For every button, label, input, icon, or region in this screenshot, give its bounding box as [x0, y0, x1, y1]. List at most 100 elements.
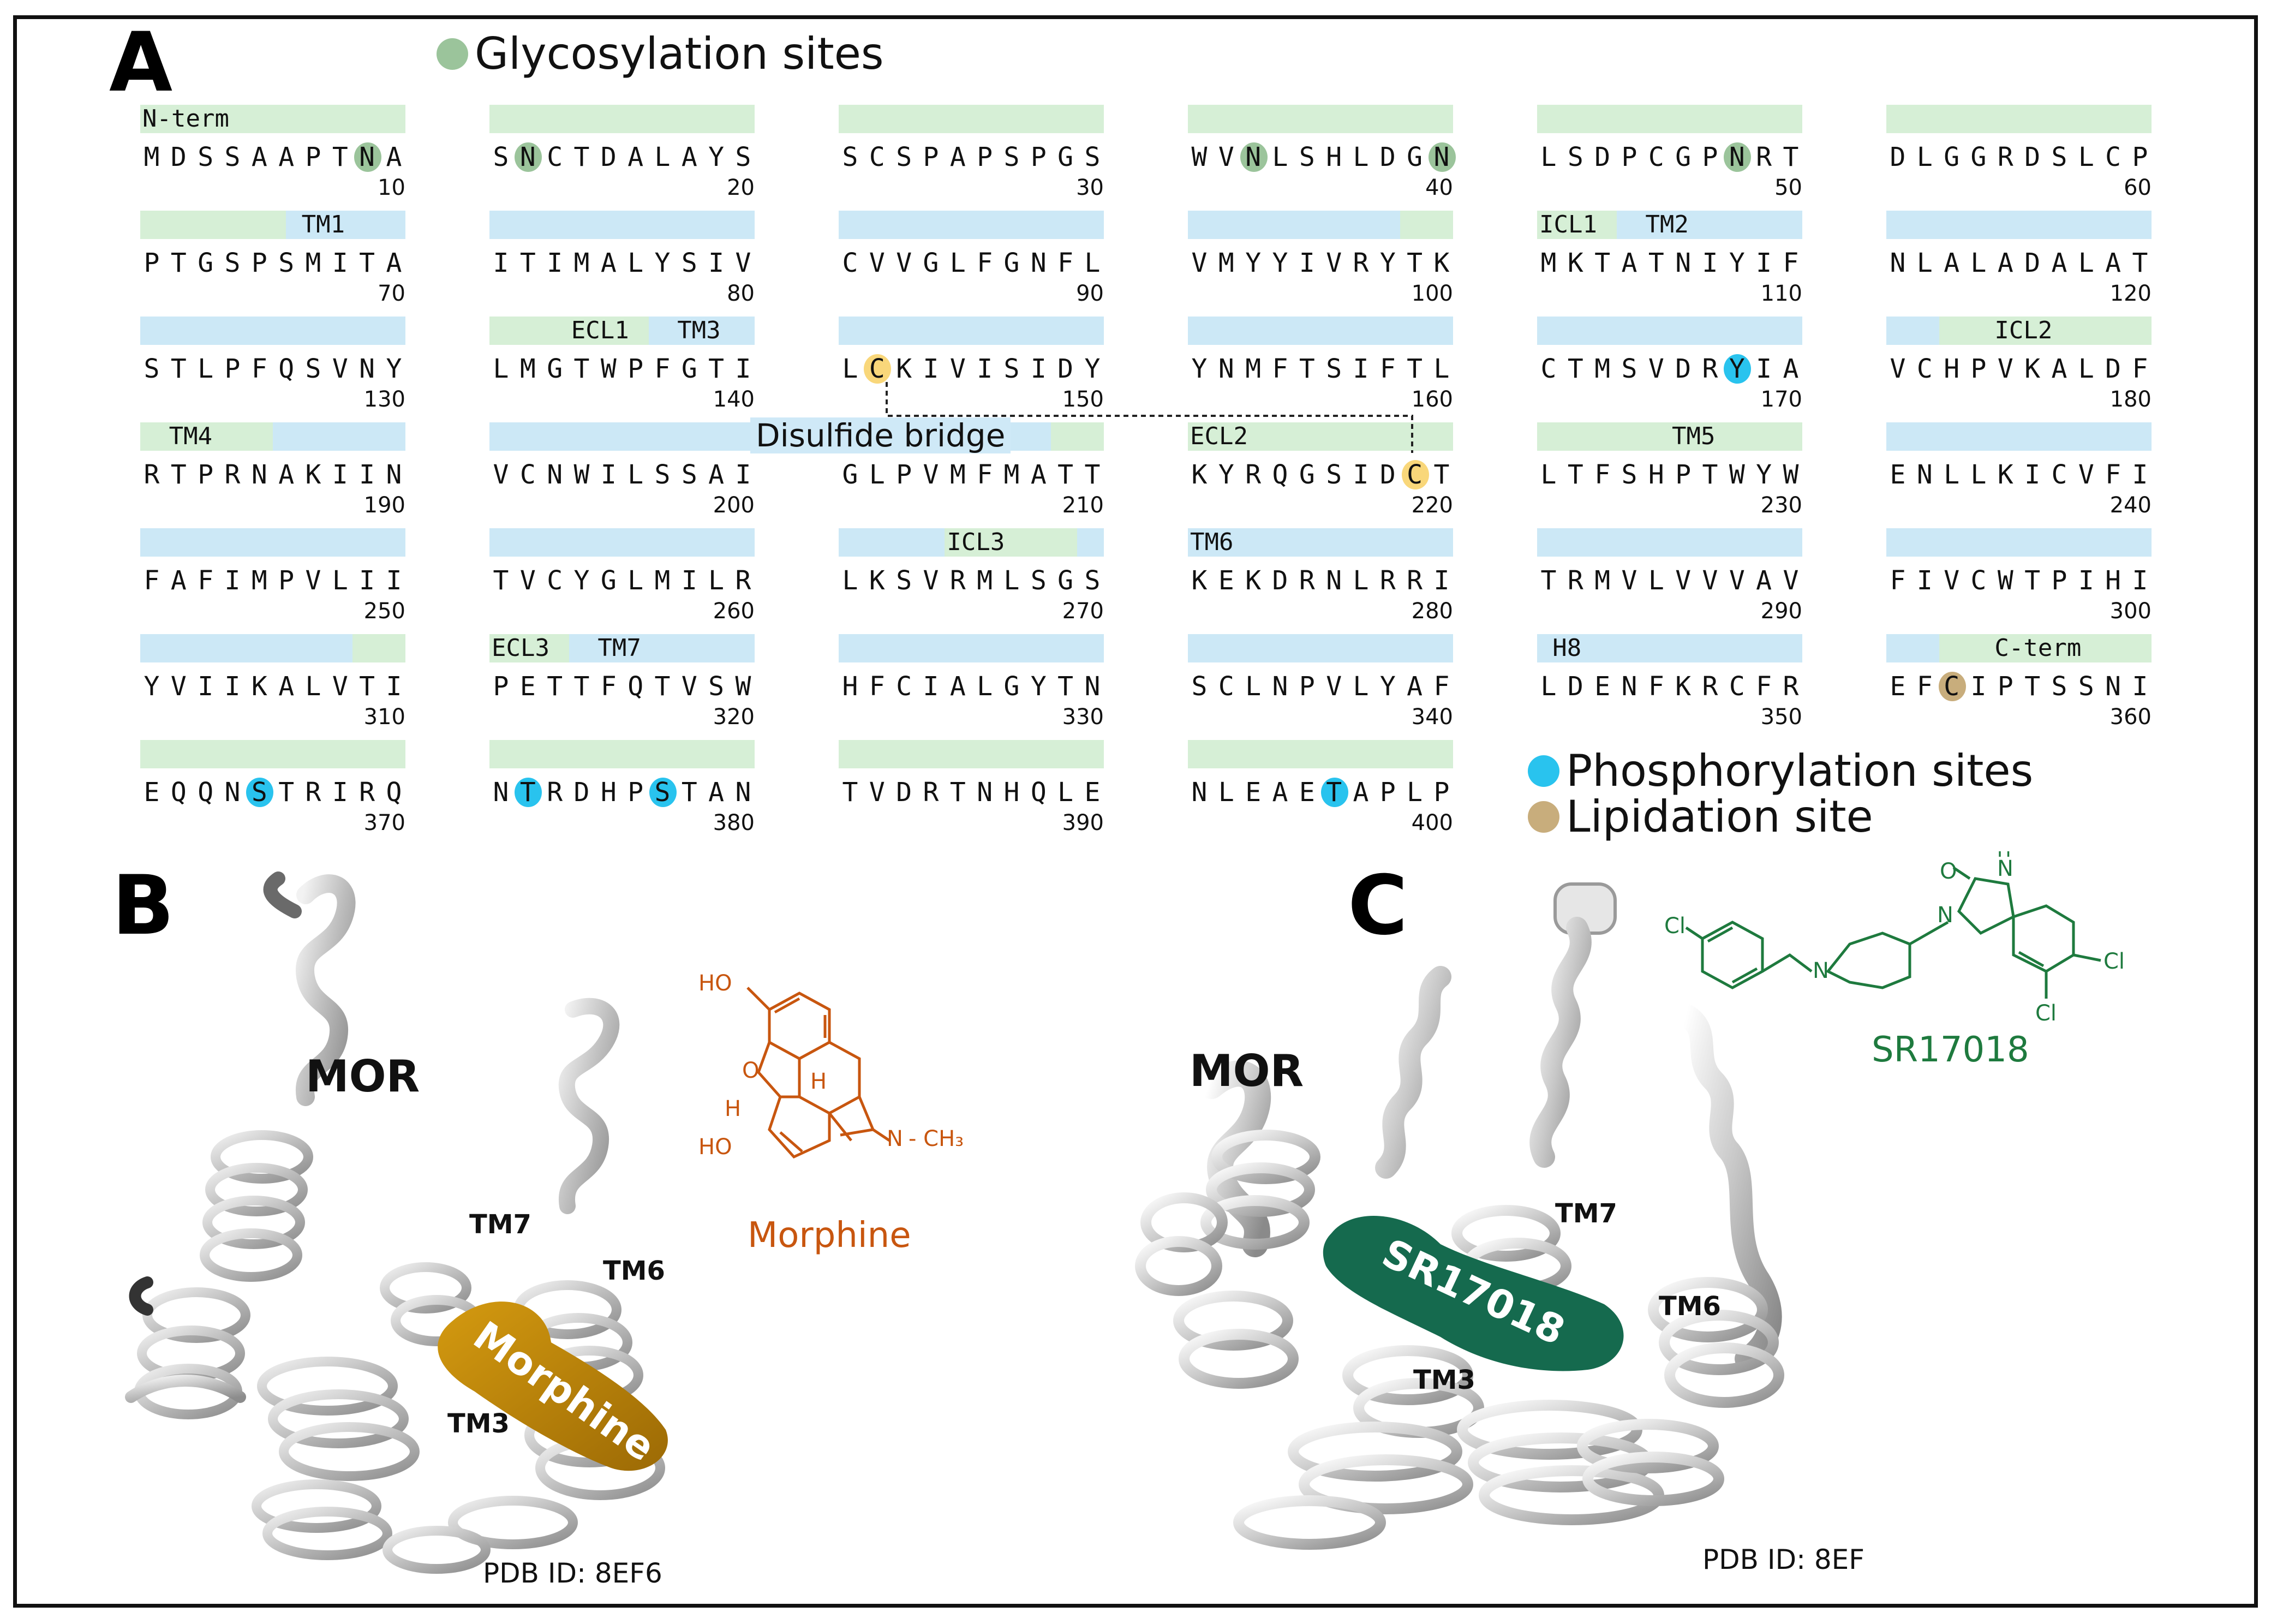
residue: P [278, 565, 295, 596]
topology-bar-tm-segment [489, 528, 755, 557]
residue: G [1057, 142, 1074, 172]
residue: I [708, 248, 725, 278]
topology-bar [1188, 317, 1453, 345]
mor-label-c: MOR [1190, 1046, 1304, 1096]
residue: L [1218, 777, 1234, 808]
residue: T [1057, 459, 1074, 490]
residue: I [2132, 565, 2148, 596]
residue: P [493, 671, 509, 702]
residue: C [1540, 354, 1557, 384]
residue: C [519, 459, 536, 490]
residue: K [1675, 671, 1692, 702]
residue: P [2132, 142, 2148, 172]
residue: T [2024, 565, 2041, 596]
residue: D [600, 142, 617, 172]
residue: S [278, 248, 295, 278]
residue: V [170, 671, 187, 702]
residue: K [251, 671, 267, 702]
residue: Y [1245, 248, 1262, 278]
residue: K [1997, 459, 2013, 490]
residue: G [1003, 671, 1020, 702]
residue: P [251, 248, 267, 278]
residue-glycosylation-site: N [1724, 141, 1752, 174]
residue: D [1675, 354, 1692, 384]
residue: I [1353, 354, 1369, 384]
residue: I [332, 777, 348, 808]
topology-bar-tm-segment [1188, 634, 1453, 662]
topology-bar-loop-segment [839, 105, 1104, 133]
topology-bar-tm-segment [839, 211, 1104, 239]
residue: Y [654, 248, 671, 278]
residue: F [198, 565, 214, 596]
residue: A [1783, 354, 1799, 384]
residue: F [1594, 459, 1611, 490]
topology-bar: TM1 [140, 211, 405, 239]
residue: P [627, 354, 644, 384]
residue: S [1084, 565, 1101, 596]
residue: W [1729, 459, 1745, 490]
residue: I [359, 459, 375, 490]
figure-frame [13, 15, 2258, 1608]
residue: M [977, 565, 993, 596]
topology-bar-loop-segment [352, 634, 405, 662]
residue-number: 150 [1062, 387, 1104, 412]
sr17018-atom-cl-left: Cl [1664, 913, 1686, 939]
residue: A [1407, 671, 1423, 702]
residue: S [735, 142, 751, 172]
residue-number: 200 [713, 493, 755, 518]
residue: W [735, 671, 751, 702]
topology-bar: N-term [140, 105, 405, 133]
residue: I [1916, 565, 1933, 596]
residue: A [2051, 248, 2067, 278]
residue-lipidation-site: C [1938, 670, 1966, 703]
residue: H [1003, 777, 1020, 808]
phosphorylation-marker-icon [515, 778, 542, 807]
residue: F [1648, 671, 1664, 702]
topology-bar-tm-segment [1886, 317, 1940, 345]
phosphorylation-marker-icon [246, 778, 274, 807]
residue: L [1057, 777, 1074, 808]
residue: T [493, 565, 509, 596]
residue: R [1567, 565, 1583, 596]
residue: C [869, 142, 885, 172]
residue: S [2078, 671, 2094, 702]
residue: W [600, 354, 617, 384]
residue: Y [1379, 248, 1396, 278]
residue: P [1621, 142, 1637, 172]
residue-number: 210 [1062, 493, 1104, 518]
residue: N [735, 777, 751, 808]
residue: R [1245, 459, 1262, 490]
residue: L [1003, 565, 1020, 596]
residue: C [1648, 142, 1664, 172]
residue: V [1702, 565, 1718, 596]
residue: V [1326, 671, 1342, 702]
residue: D [573, 777, 590, 808]
residue: S [144, 354, 160, 384]
residue: M [654, 565, 671, 596]
residue: T [2024, 671, 2041, 702]
disulfide-bridge-label: Disulfide bridge [750, 417, 1011, 453]
phosphorylation-dot-icon [1528, 755, 1559, 787]
residue: P [198, 459, 214, 490]
residue: V [1218, 142, 1234, 172]
residue: V [923, 565, 939, 596]
residue: A [708, 459, 725, 490]
residue: D [1057, 354, 1074, 384]
residue: N [1916, 459, 1933, 490]
residue: D [1272, 565, 1288, 596]
residue: I [359, 565, 375, 596]
residue: Y [1218, 459, 1234, 490]
region-label: TM4 [169, 422, 213, 450]
residue: C [2051, 459, 2067, 490]
residue: M [1594, 354, 1611, 384]
residue: F [977, 248, 993, 278]
residue: W [1191, 142, 1208, 172]
panel-b-structure: Morphine MOR TM7 TM6 TM3 PDB ID: 8EF6 [125, 871, 668, 1589]
